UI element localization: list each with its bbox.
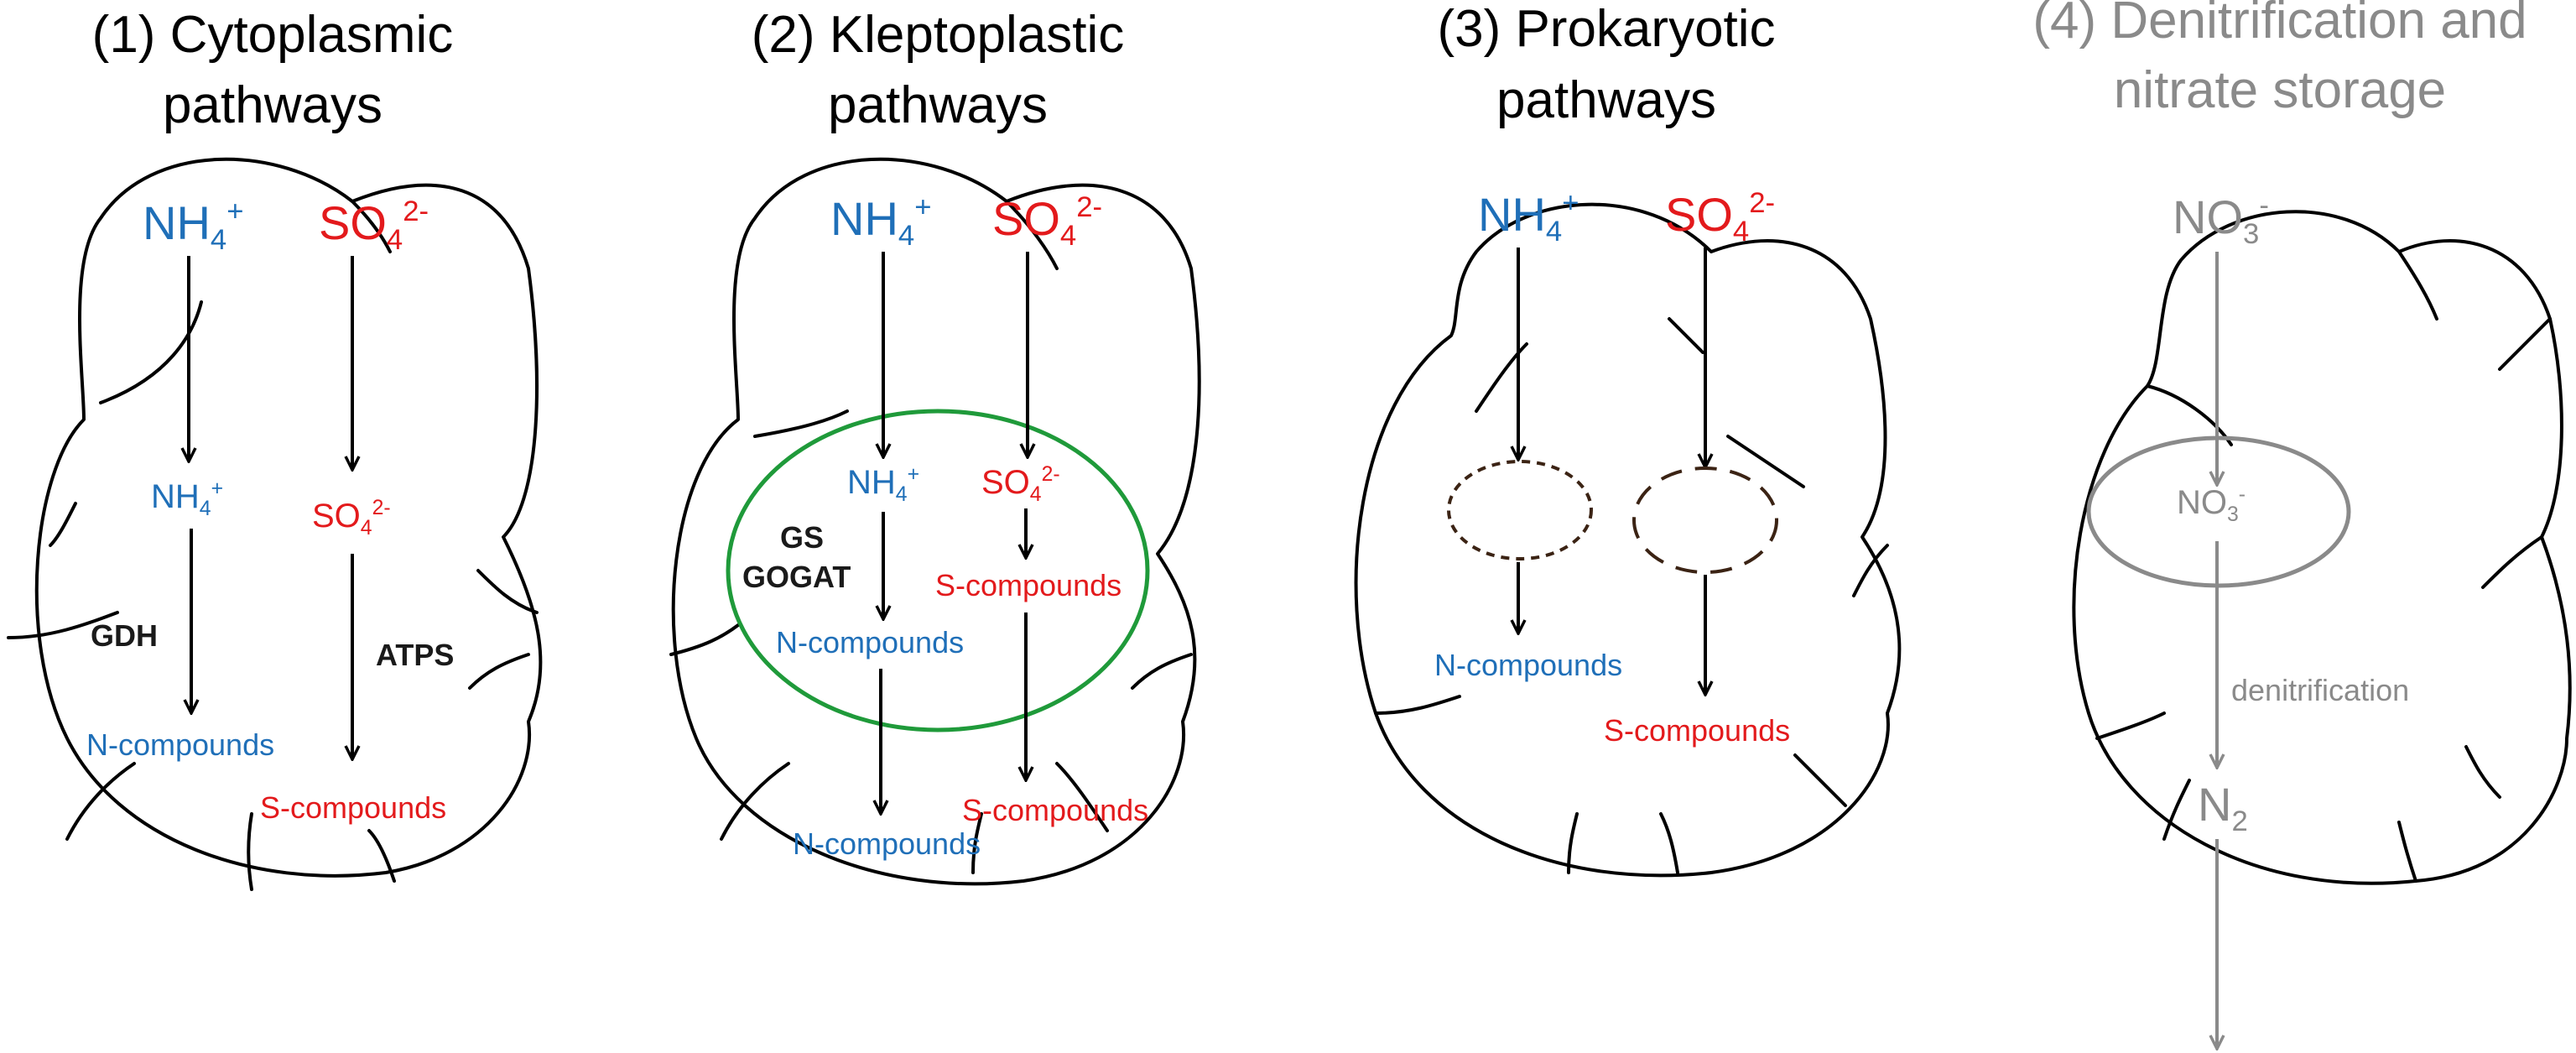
input-ammonium: NH4+ xyxy=(143,195,243,256)
prokaryote-symbiont-s xyxy=(1632,467,1778,574)
product-n-compounds: N-compounds xyxy=(793,826,981,861)
foraminifera-cell-outline xyxy=(1354,202,1902,878)
panel-kleptoplastic: (2) Kleptoplastic pathways NH4+ SO42- NH… xyxy=(669,6,1201,886)
input-ammonium: NH4+ xyxy=(830,191,931,252)
input-sulfate: SO42- xyxy=(1665,187,1775,248)
panel-title-line1: (3) Prokaryotic xyxy=(1437,0,1775,58)
panel-title-line1: (1) Cytoplasmic xyxy=(92,6,454,64)
product-s-compounds: S-compounds xyxy=(260,790,446,825)
kleptoplast-ellipse xyxy=(726,409,1150,732)
panel-title-line2: pathways xyxy=(1496,71,1716,129)
input-sulfate: SO42- xyxy=(319,195,429,256)
enzyme-gogat: GOGAT xyxy=(742,560,851,594)
panel-title-line2: pathways xyxy=(163,76,382,134)
product-s-compounds: S-compounds xyxy=(962,793,1148,827)
inner-sulfate: SO42- xyxy=(312,497,391,540)
foraminifera-cell-outline xyxy=(669,157,1201,886)
inner-ammonium: NH4+ xyxy=(151,477,223,520)
prokaryote-symbiont-n xyxy=(1447,460,1593,560)
panel-title-line2: pathways xyxy=(828,76,1048,134)
input-ammonium: NH4+ xyxy=(1478,187,1579,248)
input-nitrate: NO3- xyxy=(2173,190,2269,250)
inner-product-n-compounds: N-compounds xyxy=(776,625,964,659)
product-s-compounds: S-compounds xyxy=(1604,713,1790,748)
panel-denitrification: (4) Denitrification and nitrate storage … xyxy=(2032,0,2572,1049)
panel-cytoplasmic: (1) Cytoplasmic pathways NH4+ SO42- NH4+… xyxy=(7,6,543,891)
dinitrogen-product: N2 xyxy=(2198,778,2248,837)
foraminifera-cell-outline xyxy=(2072,210,2572,885)
product-n-compounds: N-compounds xyxy=(1434,648,1622,682)
product-n-compounds: N-compounds xyxy=(86,727,274,762)
panel-title-line1: (2) Kleptoplastic xyxy=(752,6,1125,64)
input-sulfate: SO42- xyxy=(992,191,1102,252)
panel-prokaryotic: (3) Prokaryotic pathways NH4+ SO42- N-co… xyxy=(1354,0,1902,878)
panel-title-line1: (4) Denitrification and xyxy=(2032,0,2527,50)
inner-ammonium: NH4+ xyxy=(847,463,919,506)
panel-title-line2: nitrate storage xyxy=(2114,61,2446,119)
stored-nitrate: NO3- xyxy=(2177,483,2246,526)
enzyme-atps: ATPS xyxy=(376,638,454,672)
inner-product-s-compounds: S-compounds xyxy=(935,568,1121,602)
foraminifera-cell-outline xyxy=(7,157,543,891)
inner-sulfate: SO42- xyxy=(981,463,1060,506)
enzyme-gdh: GDH xyxy=(91,618,158,653)
denitrification-label: denitrification xyxy=(2231,673,2409,707)
enzyme-gs: GS xyxy=(780,520,824,555)
